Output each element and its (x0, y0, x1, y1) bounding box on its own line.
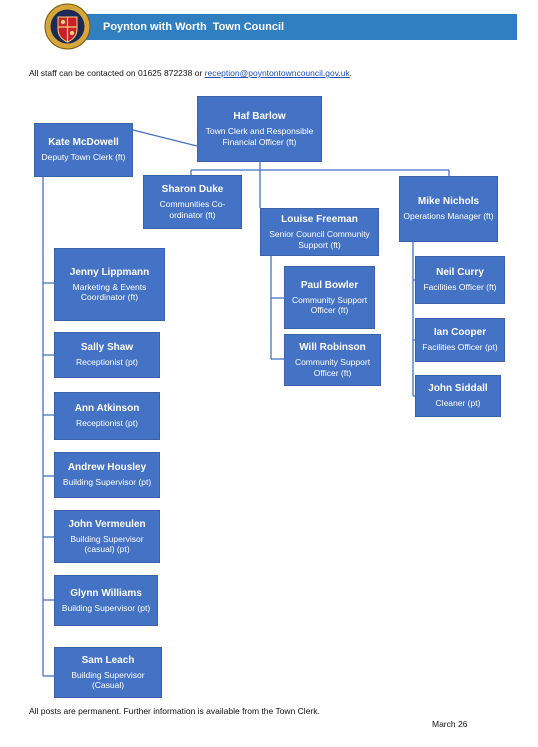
staff-name: Ian Cooper (433, 327, 487, 339)
staff-role: Marketing & Events Coordinator (ft) (72, 281, 147, 303)
staff-role: Community Support Officer (ft) (291, 294, 368, 316)
staff-name: Will Robinson (299, 342, 366, 353)
staff-box-jenny-lippmann: Jenny Lippmann Marketing & Events Coordi… (54, 248, 165, 321)
staff-box-louise-freeman: Louise Freeman Senior Council Community … (260, 208, 379, 256)
staff-name: Jenny Lippmann (69, 266, 150, 278)
staff-box-sharon-duke: Sharon Duke Communities Co-ordinator (ft… (143, 175, 242, 229)
staff-name: Mike Nichols (417, 196, 480, 208)
staff-role: Senior Council Community Support (ft) (269, 229, 370, 250)
staff-box-sam-leach: Sam Leach Building Supervisor (Casual) (54, 647, 162, 698)
staff-role: Facilities Officer (pt) (422, 342, 498, 353)
page-title: Poynton with Worth Town Council (103, 21, 285, 33)
contact-line: All staff can be contacted on 01625 8722… (29, 68, 352, 78)
staff-role: Facilities Officer (ft) (423, 282, 497, 293)
staff-name: Haf Barlow (233, 111, 286, 122)
staff-box-ann-atkinson: Ann Atkinson Receptionist (pt) (54, 392, 160, 440)
staff-name: Kate McDowell (48, 137, 119, 149)
staff-name: John Siddall (428, 383, 488, 395)
staff-box-paul-bowler: Paul Bowler Community Support Officer (f… (284, 266, 375, 329)
staff-role: Building Supervisor (casual) (pt) (70, 533, 144, 555)
staff-box-will-robinson: Will Robinson Community Support Officer … (284, 334, 381, 386)
contact-email-link[interactable]: reception@poyntontowncouncil.gov.uk (204, 68, 350, 78)
footer-note: All posts are permanent. Further informa… (29, 706, 320, 716)
staff-name: Ann Atkinson (74, 403, 140, 415)
staff-box-ian-cooper: Ian Cooper Facilities Officer (pt) (415, 318, 505, 362)
staff-box-sally-shaw: Sally Shaw Receptionist (pt) (54, 332, 160, 378)
staff-name: Louise Freeman (281, 214, 358, 225)
staff-name: Sally Shaw (80, 342, 134, 354)
staff-name: John Vermeulen (68, 518, 146, 530)
staff-box-mike-nichols: Mike Nichols Operations Manager (ft) (399, 176, 498, 242)
staff-role: Community Support Officer (ft) (294, 357, 371, 378)
staff-box-kate-mcdowell: Kate McDowell Deputy Town Clerk (ft) (34, 123, 133, 177)
staff-role: Operations Manager (ft) (403, 211, 494, 222)
contact-suffix: . (349, 68, 353, 78)
staff-name: Sharon Duke (161, 184, 224, 195)
staff-name: Glynn Williams (70, 587, 142, 599)
staff-name: Paul Bowler (300, 279, 359, 291)
contact-text: All staff can be contacted on 01625 8722… (29, 68, 205, 78)
staff-box-john-vermeulen: John Vermeulen Building Supervisor (casu… (54, 510, 160, 563)
staff-role: Communities Co-ordinator (ft) (159, 199, 226, 220)
staff-name: Neil Curry (436, 267, 484, 279)
staff-name: Andrew Housley (67, 462, 147, 474)
staff-role: Receptionist (pt) (76, 418, 138, 429)
staff-name: Sam Leach (81, 654, 135, 666)
staff-box-andrew-housley: Andrew Housley Building Supervisor (pt) (54, 452, 160, 498)
staff-role: Town Clerk and Responsible Financial Off… (205, 126, 314, 147)
staff-role: Receptionist (pt) (76, 357, 138, 368)
staff-role: Deputy Town Clerk (ft) (41, 152, 126, 163)
staff-box-haf-barlow: Haf Barlow Town Clerk and Responsible Fi… (197, 96, 322, 162)
footer-date: March 26 (432, 719, 468, 729)
staff-box-glynn-williams: Glynn Williams Building Supervisor (pt) (54, 575, 158, 626)
staff-role: Building Supervisor (Casual) (71, 669, 145, 691)
header-bar (58, 14, 517, 40)
staff-role: Building Supervisor (pt) (62, 477, 152, 488)
staff-role: Building Supervisor (pt) (61, 602, 151, 613)
staff-role: Cleaner (pt) (435, 398, 481, 409)
staff-box-john-siddall: John Siddall Cleaner (pt) (415, 375, 501, 417)
council-crest-logo (44, 3, 91, 50)
staff-box-neil-curry: Neil Curry Facilities Officer (ft) (415, 256, 505, 304)
